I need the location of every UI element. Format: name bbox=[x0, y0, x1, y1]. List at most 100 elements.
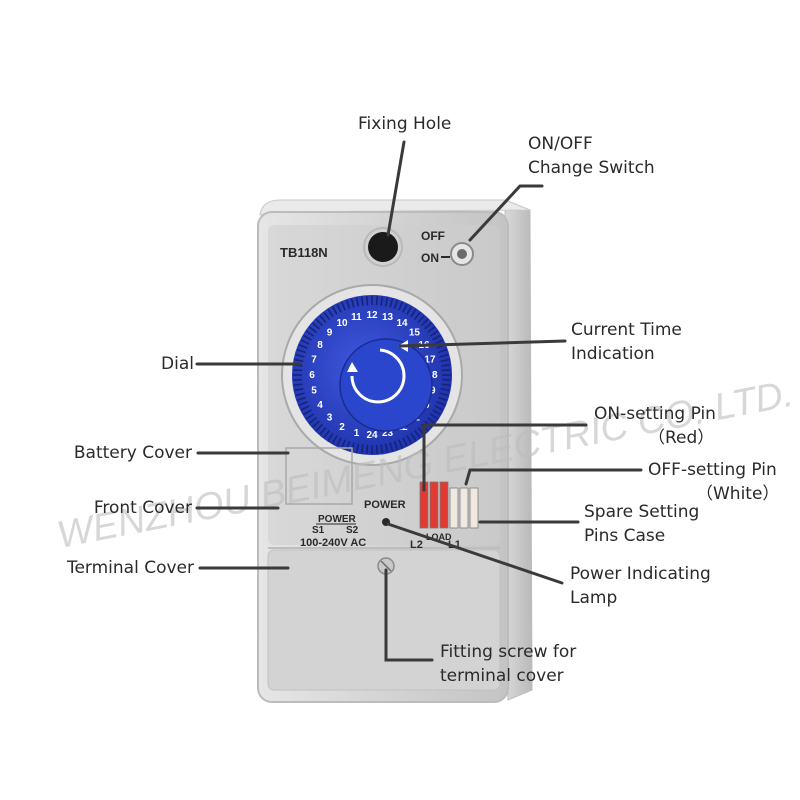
leader-power-lamp bbox=[386, 522, 564, 585]
dial-tooth bbox=[398, 439, 403, 449]
dial-number: 8 bbox=[317, 340, 323, 351]
dial-number: 5 bbox=[311, 386, 317, 397]
label-fitting-screw-line2: terminal cover bbox=[440, 666, 564, 686]
dial-tooth bbox=[441, 369, 451, 372]
s2-text: S2 bbox=[346, 525, 359, 536]
dial-tooth bbox=[375, 444, 378, 454]
l2-text: L2 bbox=[410, 539, 423, 551]
dial-tooth bbox=[298, 401, 308, 406]
dial-tooth bbox=[420, 318, 429, 327]
off-setting-pin[interactable] bbox=[459, 487, 469, 529]
dial-tooth bbox=[424, 322, 432, 330]
dial-tooth bbox=[432, 334, 441, 341]
dial-tooth bbox=[341, 301, 346, 311]
dial-tooth bbox=[410, 432, 417, 442]
dial-tooth bbox=[305, 413, 315, 420]
on-setting-pin[interactable] bbox=[429, 481, 439, 529]
off-setting-pin[interactable] bbox=[449, 487, 459, 529]
dial-tooth bbox=[355, 443, 360, 453]
dial-tooth bbox=[389, 442, 394, 452]
dial-tooth bbox=[323, 430, 331, 439]
label-switch-line2: Change Switch bbox=[528, 158, 655, 178]
dial-tooth bbox=[436, 401, 446, 406]
leader-off-pin bbox=[464, 468, 643, 486]
dial-number: 6 bbox=[309, 370, 315, 381]
dial-tooth bbox=[380, 296, 384, 306]
dial-tooth bbox=[296, 396, 306, 402]
dial-tooth bbox=[305, 330, 315, 337]
dial-tooth bbox=[406, 435, 413, 444]
dial-number: 1 bbox=[354, 428, 360, 439]
label-dial-text: Dial bbox=[161, 354, 194, 374]
dial-tooth bbox=[398, 301, 403, 311]
dial-tooth bbox=[384, 297, 389, 307]
dial-teeth bbox=[293, 296, 451, 454]
dial-number: 18 bbox=[426, 370, 438, 381]
dial[interactable]: 121314151617181920212223241234567891011 bbox=[281, 284, 463, 466]
leader-switch bbox=[468, 184, 544, 242]
dial-tooth bbox=[308, 326, 317, 334]
label-spare-pins: Spare Setting Pins Case bbox=[584, 500, 699, 548]
dial-tooth bbox=[360, 444, 364, 454]
on-setting-pin[interactable] bbox=[439, 481, 449, 529]
dial-tooth bbox=[300, 405, 310, 411]
dial-tooth bbox=[441, 378, 451, 381]
terminal-cover-body bbox=[267, 549, 501, 691]
leader-fitting-screw bbox=[384, 568, 434, 662]
dial-tooth bbox=[417, 315, 425, 323]
label-dial: Dial bbox=[150, 352, 194, 376]
dial-tooth bbox=[293, 378, 303, 381]
dial-tooth bbox=[308, 416, 317, 424]
leader-lines bbox=[195, 140, 643, 662]
label-switch-line1: ON/OFF bbox=[528, 134, 593, 154]
label-fitting-screw: Fitting screw for terminal cover bbox=[440, 640, 576, 688]
arrow-head-icon bbox=[347, 362, 358, 372]
dial-tooth bbox=[380, 444, 384, 454]
dial-tooth bbox=[303, 409, 312, 416]
dial-tooth bbox=[296, 348, 306, 354]
dial-tooth bbox=[440, 358, 450, 363]
dial-tooth bbox=[413, 311, 421, 320]
label-current-time: Current Time Indication bbox=[571, 318, 682, 366]
label-on-pin-line2: （Red） bbox=[648, 428, 715, 448]
dial-tooth bbox=[345, 299, 351, 309]
dial-tooth bbox=[293, 383, 303, 387]
dial-tooth bbox=[295, 353, 305, 358]
off-setting-pin[interactable] bbox=[469, 487, 479, 529]
leader-on-pin bbox=[422, 423, 588, 492]
dial-tooth bbox=[293, 369, 303, 372]
dial-tooth bbox=[331, 435, 338, 444]
dial-tooth bbox=[312, 420, 320, 428]
dial-tooth bbox=[336, 437, 342, 447]
screw-slot bbox=[380, 560, 392, 572]
label-current-time-line2: Indication bbox=[571, 344, 655, 364]
dial-tooth bbox=[389, 298, 394, 308]
label-power-lamp-line1: Power Indicating bbox=[570, 564, 711, 584]
label-battery-cover-text: Battery Cover bbox=[73, 443, 192, 463]
dial-number: 3 bbox=[327, 412, 333, 423]
dial-tooth bbox=[432, 409, 441, 416]
dial-tooth bbox=[315, 423, 324, 432]
dial-tooth bbox=[360, 296, 364, 306]
dial-tooth bbox=[375, 296, 378, 306]
current-time-arrow-icon bbox=[350, 348, 406, 404]
switch-off-text: OFF bbox=[421, 229, 445, 243]
dial-tooth bbox=[295, 392, 305, 397]
dial-tooth bbox=[406, 306, 413, 315]
dial-tooth bbox=[402, 303, 408, 313]
label-off-pin: OFF-setting Pin （White） bbox=[648, 458, 779, 506]
dial-number: 2 bbox=[339, 422, 345, 433]
dial-tooth bbox=[413, 430, 421, 439]
label-power-lamp: Power Indicating Lamp bbox=[570, 562, 711, 610]
terminal-power-text: POWER bbox=[318, 514, 357, 525]
label-on-pin-line1: ON-setting Pin bbox=[594, 404, 716, 424]
battery-cover[interactable] bbox=[285, 447, 353, 505]
dial-tooth bbox=[439, 353, 449, 358]
dial-center bbox=[339, 338, 433, 432]
dial-tooth bbox=[312, 322, 320, 330]
leader-current-time bbox=[398, 339, 567, 348]
dial-number: 10 bbox=[336, 318, 348, 329]
dial-tooth bbox=[427, 416, 436, 424]
dial-tooth bbox=[323, 311, 331, 320]
dial-number: 7 bbox=[311, 354, 317, 365]
